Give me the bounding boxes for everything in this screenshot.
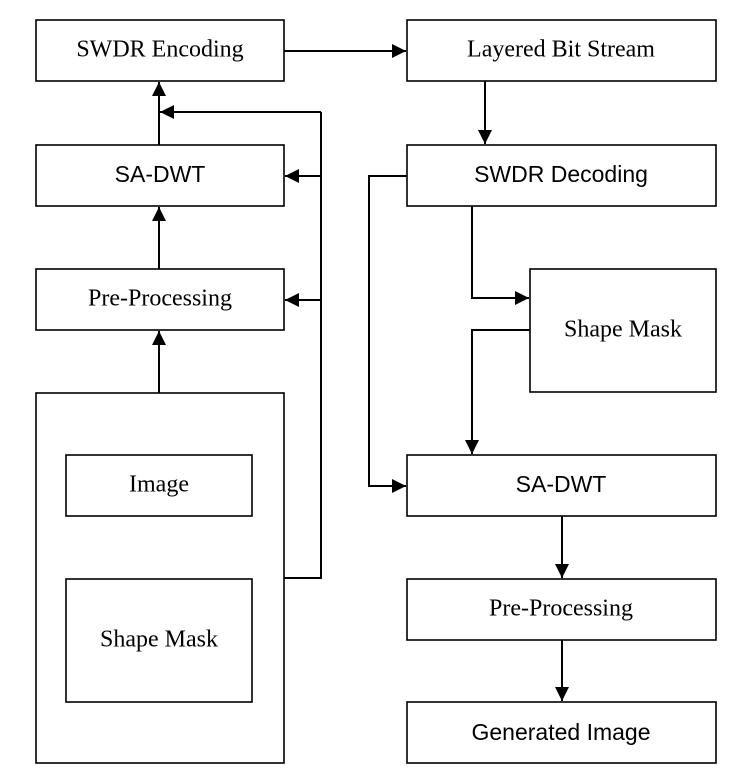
generated-image-label: Generated Image [471,719,650,745]
swdr-encoding-box: SWDR Encoding [35,19,285,82]
shape-mask-bus-line [284,112,322,579]
shape-mask-decoder-label: Shape Mask [564,317,682,343]
shape-mask-encoder-box: Shape Mask [65,578,253,703]
swdr-encoding-label: SWDR Encoding [76,37,243,63]
arrow-decoding-to-sadwt [368,175,407,493]
image-box: Image [65,454,253,517]
swdr-decoding-box: SWDR Decoding [406,144,717,207]
sa-dwt-decoder-label: SA-DWT [516,471,607,497]
layered-bit-stream-box: Layered Bit Stream [406,19,717,82]
pre-processing-encoder-box: Pre-Processing [35,268,285,331]
sa-dwt-decoder-box: SA-DWT [406,454,717,517]
sa-dwt-encoder-box: SA-DWT [35,144,285,207]
shape-mask-encoder-label: Shape Mask [100,627,218,653]
input-container-box [35,392,285,764]
arrow-shape-mask-to-sadwt [465,329,530,454]
layered-bit-stream-label: Layered Bit Stream [467,37,655,63]
pre-processing-decoder-box: Pre-Processing [406,578,717,641]
shape-mask-decoder-box: Shape Mask [529,268,717,393]
pre-processing-decoder-label: Pre-Processing [489,596,633,622]
image-label: Image [129,472,189,498]
sa-dwt-encoder-label: SA-DWT [115,161,206,187]
generated-image-box: Generated Image [406,701,717,764]
swdr-decoding-label: SWDR Decoding [474,161,648,187]
pre-processing-encoder-label: Pre-Processing [88,286,232,312]
arrow-decoding-to-shape-mask [471,206,529,305]
